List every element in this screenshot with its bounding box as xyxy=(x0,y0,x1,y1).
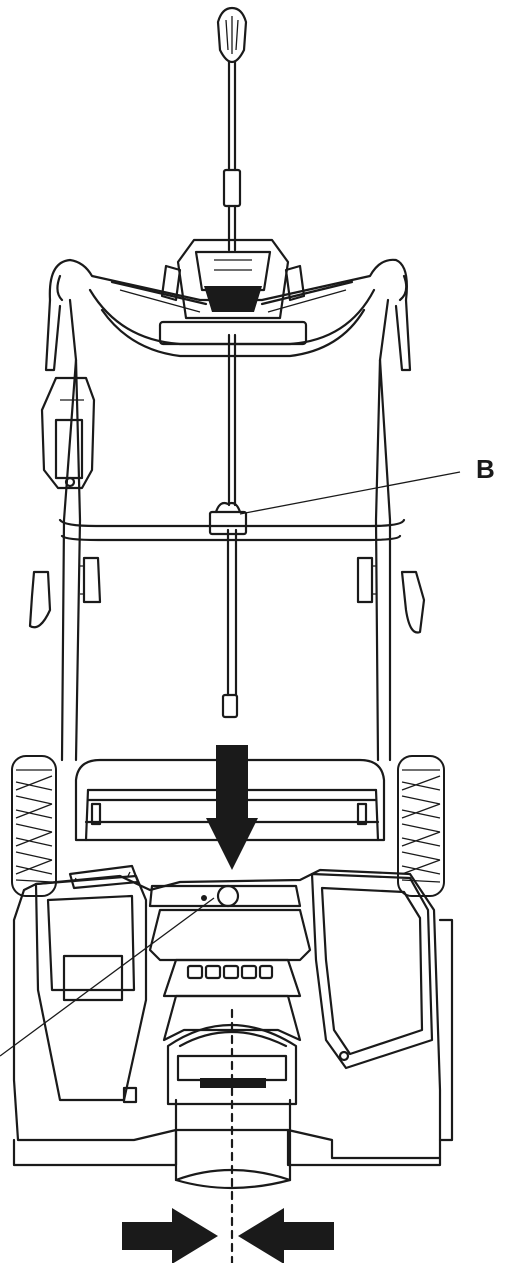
left-knob xyxy=(28,556,102,629)
rear-discharge-chute xyxy=(162,994,302,1190)
callout-label-b: B xyxy=(476,454,495,484)
right-body-panel xyxy=(310,872,434,1070)
right-frame xyxy=(374,298,412,762)
cable-clip-b xyxy=(208,471,461,536)
down-arrow xyxy=(206,745,258,870)
left-wheel xyxy=(11,755,57,897)
right-inward-arrow xyxy=(238,1208,334,1263)
right-knob xyxy=(356,556,426,634)
left-frame xyxy=(44,298,406,762)
safety-key-top xyxy=(216,6,248,64)
left-inward-arrow xyxy=(122,1208,218,1263)
upper-handle xyxy=(48,258,408,358)
cable-rod xyxy=(221,60,242,719)
leader-line-b xyxy=(239,471,461,515)
mower-deck xyxy=(12,868,454,1167)
battery-compartment xyxy=(34,864,148,1104)
control-box xyxy=(160,238,306,320)
left-cable-clip xyxy=(40,376,96,490)
control-buttons-row xyxy=(186,964,274,980)
right-wheel xyxy=(397,755,445,897)
lower-leader-line xyxy=(0,897,215,1057)
